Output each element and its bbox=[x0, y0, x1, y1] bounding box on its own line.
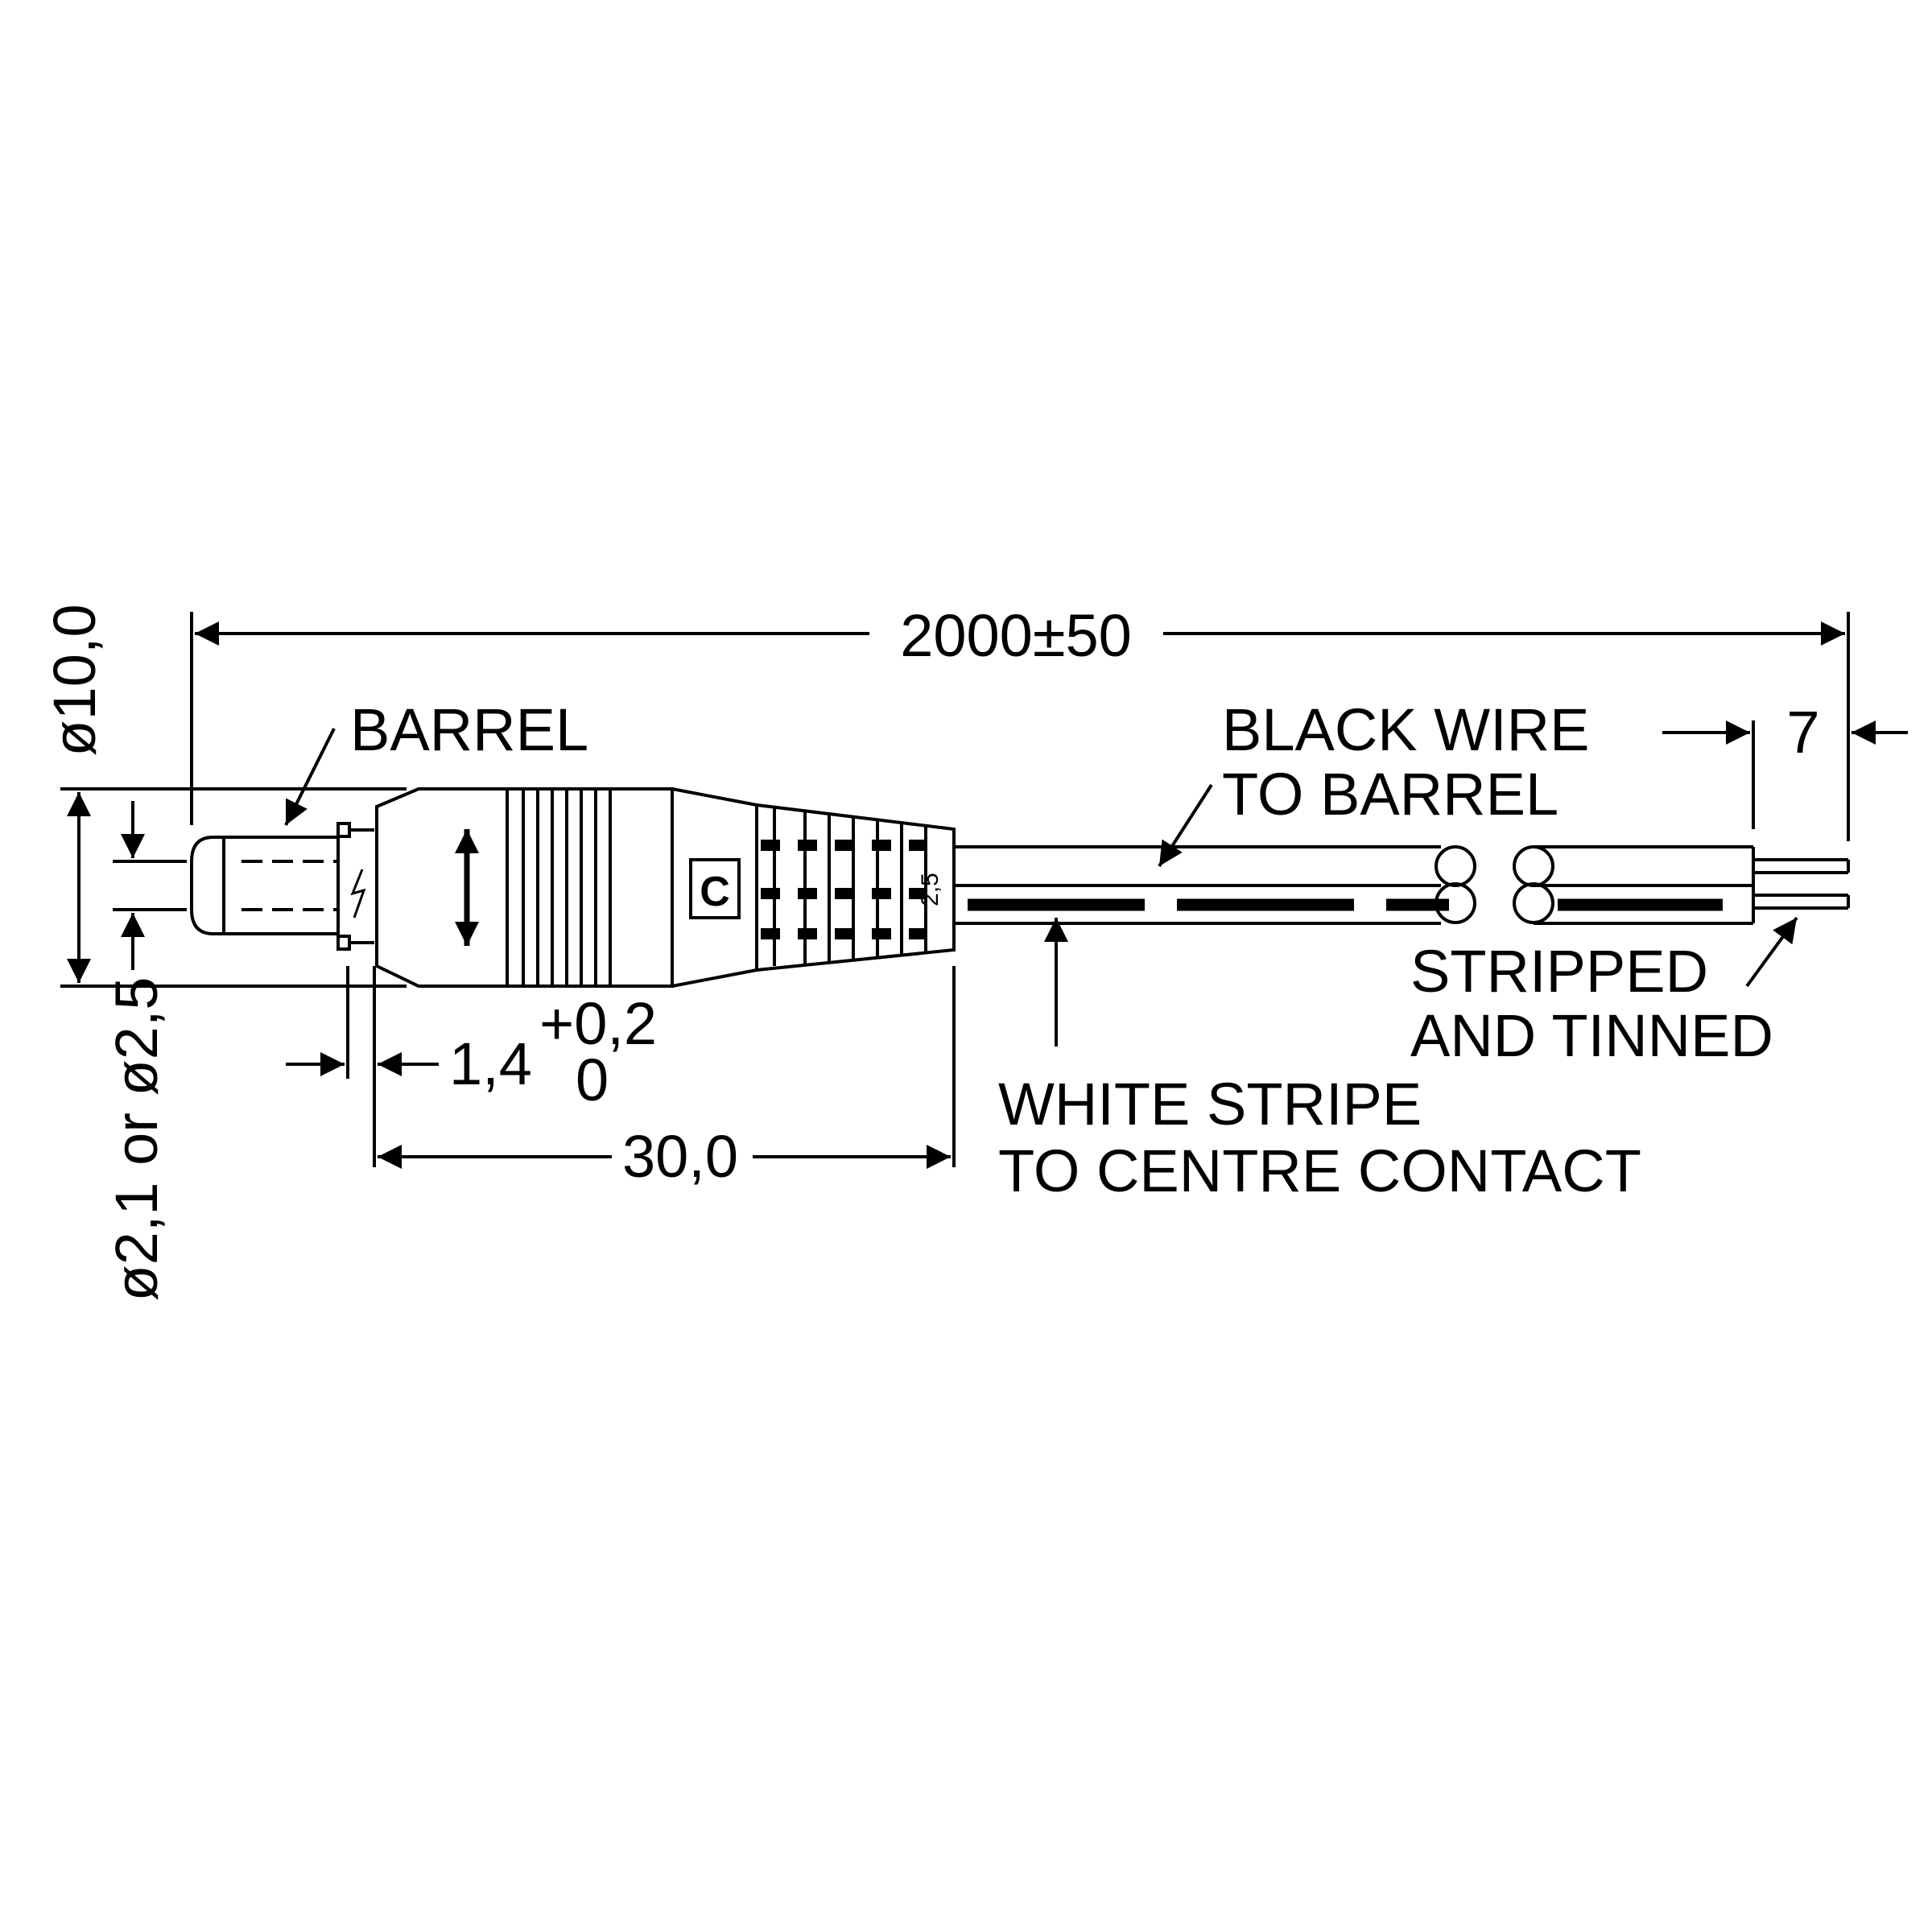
inner-diameter-label: ø2,1 or ø2,5 bbox=[103, 976, 170, 1301]
strip-length-label: 7 bbox=[1786, 699, 1819, 766]
cable bbox=[954, 845, 1850, 925]
polarity-mark-text: C bbox=[700, 869, 730, 915]
strip-length-dimension bbox=[1662, 720, 1908, 829]
barrel-tip bbox=[190, 822, 374, 951]
plug-body bbox=[375, 787, 674, 988]
pin-offset-dimension bbox=[286, 966, 439, 1167]
marking-25: 2,5 bbox=[917, 873, 943, 906]
barrel-leader bbox=[284, 728, 336, 826]
barrel-label: BARREL bbox=[350, 696, 588, 763]
inner-diameter-dimension bbox=[113, 801, 187, 970]
strain-relief bbox=[671, 787, 956, 988]
black-wire-leader bbox=[1158, 783, 1213, 868]
white-stripe-label-line1: WHITE STRIPE bbox=[998, 1071, 1422, 1137]
black-wire-label-line1: BLACK WIRE bbox=[1222, 696, 1589, 763]
polarity-mark-box bbox=[689, 858, 741, 919]
pin-offset-label: 1,4 bbox=[449, 1030, 532, 1097]
plug-length-dimension bbox=[378, 966, 956, 1169]
plug-length-label: 30,0 bbox=[622, 1123, 738, 1190]
stripped-label-line2: AND TINNED bbox=[1410, 1002, 1773, 1069]
black-wire-label-line2: TO BARREL bbox=[1222, 761, 1558, 828]
stripped-label-line1: STRIPPED bbox=[1410, 938, 1708, 1005]
tolerance-upper-label: +0,2 bbox=[539, 990, 657, 1057]
outer-diameter-label: ø10,0 bbox=[41, 604, 108, 756]
white-stripe-label-line2: TO CENTRE CONTACT bbox=[998, 1137, 1641, 1204]
tolerance-lower-label: 0 bbox=[576, 1046, 609, 1113]
stripped-leader bbox=[1745, 916, 1798, 988]
overall-length-label: 2000±50 bbox=[900, 602, 1132, 669]
